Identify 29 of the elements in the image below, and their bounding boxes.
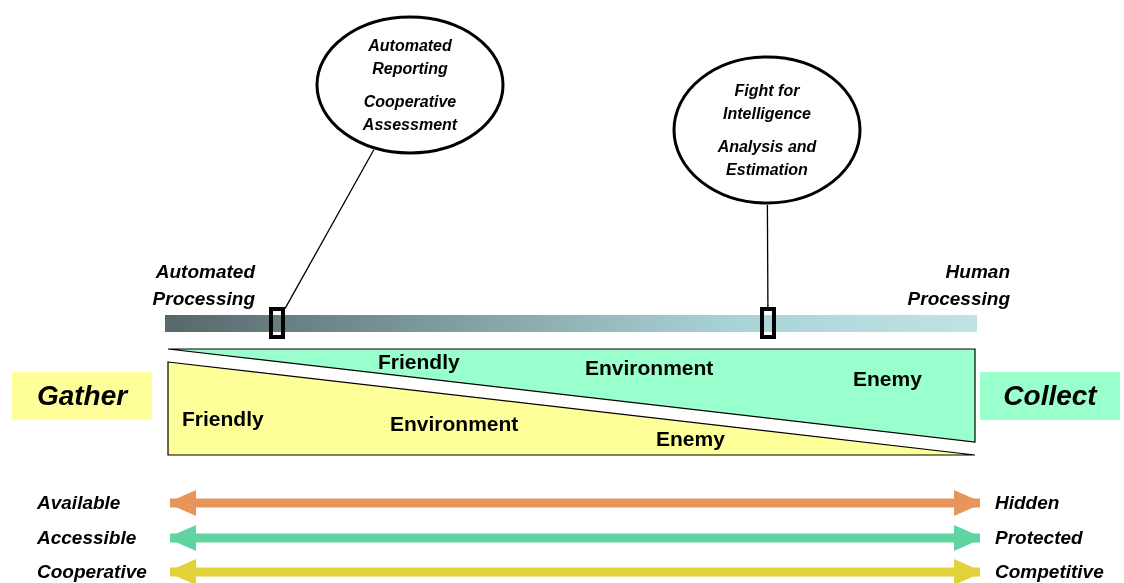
region-label: Environment xyxy=(390,412,519,436)
region-label: Enemy xyxy=(656,427,725,451)
leader-line xyxy=(766,204,769,308)
region-label: Friendly xyxy=(182,407,264,431)
term-text: Collect xyxy=(1003,380,1097,412)
term-box xyxy=(12,372,152,420)
region-label: Enemy xyxy=(853,367,922,391)
callout-text: Fight for Intelligence xyxy=(722,81,812,124)
scale-end-label: Hidden xyxy=(980,491,1120,515)
callout-text: Automated Reporting xyxy=(367,36,453,79)
callout-ellipse xyxy=(672,55,862,205)
position-marker xyxy=(760,307,776,339)
scale-end-label: Cooperative xyxy=(30,560,170,583)
scale-end-label: Accessible xyxy=(30,526,170,550)
region-label: Environment xyxy=(585,356,714,380)
callout-text: Analysis and Estimation xyxy=(716,137,818,180)
axis-end-label: Automated Processing xyxy=(151,260,255,311)
callout-ellipse xyxy=(315,15,505,155)
axis-end-label: Human Processing xyxy=(906,260,1010,311)
gradient-bar xyxy=(165,315,977,332)
scale-end-label: Available xyxy=(30,491,170,515)
term-box xyxy=(980,372,1120,420)
scale-end-label: Protected xyxy=(980,526,1120,550)
callout-text: Cooperative Assessment xyxy=(361,92,459,135)
term-text: Gather xyxy=(36,380,128,412)
scale-end-label: Competitive xyxy=(980,560,1120,583)
region-label: Friendly xyxy=(378,350,460,374)
position-marker xyxy=(269,307,285,339)
leader-line xyxy=(284,149,375,310)
